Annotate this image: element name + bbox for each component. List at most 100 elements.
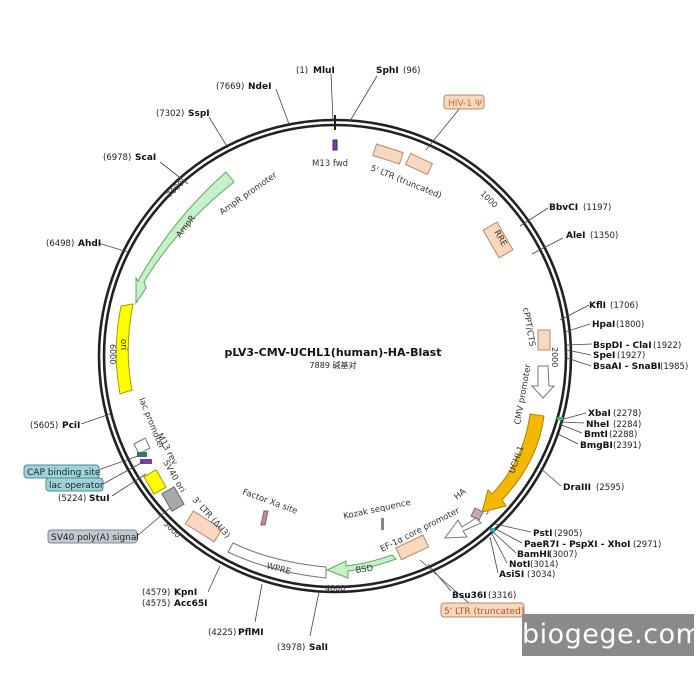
hpai-leader [564, 323, 591, 333]
noti-pos: (3014) [530, 560, 558, 570]
rre-block [482, 221, 514, 259]
ndei-pos: (7669) [216, 82, 244, 92]
xbai-name: XbaI [588, 409, 611, 419]
xhoi-leader [493, 527, 523, 544]
feature-factor-xa-site: Factor Xa site [241, 487, 299, 526]
site-ndei: (7669) NdeI [216, 82, 290, 125]
site-pcii: (5605) PciI [30, 413, 111, 431]
feature-ampr: AmpR [135, 171, 235, 305]
site-draiii: DraIII (2595) [539, 467, 624, 493]
sspi-pos: (7302) [156, 109, 184, 119]
asisi-pos: (3034) [527, 570, 555, 580]
feature-m13-fwd: M13 fwd [312, 139, 348, 169]
site-bamhi: BamHI (3007) [492, 531, 577, 560]
ltr3-block [184, 510, 223, 543]
sv40-ori-block [143, 469, 167, 495]
noti-leader [491, 533, 508, 564]
sphi-leader [349, 75, 378, 122]
m13-fwd-mark [332, 139, 338, 151]
asisi-leader [489, 536, 499, 574]
psti-pos: (2905) [554, 529, 582, 539]
acc65i-name: Acc65I [174, 599, 208, 609]
bamhi-region-mark [490, 528, 495, 532]
stui-leader [111, 473, 147, 497]
tick-4000: 4000 [325, 584, 345, 593]
bmgbi-leader [555, 432, 579, 445]
lac-promoter-mark [133, 437, 151, 455]
xhoi-pos: (2971) [633, 540, 661, 550]
kozak-mark [381, 518, 384, 530]
pflmi-leader [254, 583, 263, 623]
noti-name: NotI [509, 560, 530, 570]
bsaai-pos: (1985) [660, 362, 688, 372]
xbai-region-mark [557, 417, 563, 420]
site-sphi: SphI (96) [349, 66, 420, 122]
ori-arrow [115, 303, 134, 395]
kfli-pos: (1706) [610, 301, 638, 311]
cap-leader [97, 455, 139, 471]
cppt-block [537, 329, 551, 351]
bsu36i-pos: (3316) [488, 591, 516, 601]
ahdi-pos: (6498) [46, 239, 74, 249]
xhoi-name: PaeR7I - PspXI - XhoI [524, 540, 630, 550]
feature-uchl1: UCHL1 [481, 413, 545, 513]
nhei-pos: (2284) [613, 420, 641, 430]
pcii-name: PciI [62, 421, 80, 431]
alei-leader [531, 237, 564, 255]
sv40-polya-leader [136, 507, 171, 537]
site-nhei: NheI (2284) [559, 420, 641, 430]
ahdi-name: AhdI [78, 239, 101, 249]
feature-rre: RRE [482, 221, 514, 259]
m13-rev-mark-b [140, 459, 152, 464]
site-alei: AleI (1350) [531, 231, 618, 255]
hiv1-psi-box [443, 94, 485, 110]
nhei-leader [559, 421, 585, 424]
callout-5-ltr-truncated: 5' LTR (truncated) [419, 559, 525, 618]
bspdi-leader [566, 343, 593, 346]
kpni-pos: (4579) [142, 588, 170, 598]
cppt-label: cPPT/CTS [520, 307, 537, 348]
bamhi-name: BamHI [517, 550, 550, 560]
ltr5-callout-box [440, 602, 525, 618]
scai-name: ScaI [135, 153, 156, 163]
site-bspdi-clai: BspDI - ClaI (1922) [566, 341, 681, 351]
lac-operator-text: lac operator [49, 481, 104, 491]
ndei-leader [275, 88, 290, 125]
feature-kozak-sequence: Kozak sequence [343, 498, 412, 530]
bamhi-pos: (3007) [549, 550, 577, 560]
feature-ori: ori [115, 303, 134, 395]
alei-name: AleI [566, 231, 586, 241]
feature-bsd: BSD [325, 554, 397, 579]
sspi-name: SspI [188, 109, 210, 119]
draiii-name: DraIII [563, 483, 591, 493]
ef1a-ltr-block [395, 534, 430, 561]
ltr5-callout-leader [419, 559, 471, 605]
site-kpni: (4579) KpnI [142, 565, 221, 598]
kfli-leader [559, 304, 590, 321]
draiii-leader [539, 467, 562, 487]
site-pflmi: (4225) PflMI [208, 583, 264, 638]
spei-leader [566, 349, 592, 356]
tick-5000: 5000 [162, 519, 183, 540]
bmti-pos: (2288) [609, 430, 637, 440]
site-scai: (6978) ScaI [103, 153, 189, 185]
xbai-leader [559, 412, 587, 421]
uchl1-arrow [481, 413, 545, 513]
hiv1-psi-leader [425, 107, 461, 151]
hiv1-psi-text: HIV-1 Ψ [448, 99, 482, 109]
bbvci-pos: (1197) [583, 203, 611, 213]
bsaai-name: BsaAI - SnaBI [593, 362, 661, 372]
ori-label: ori [118, 339, 128, 350]
pflmi-name: PflMI [238, 628, 264, 638]
hpai-pos: (1800) [616, 320, 644, 330]
site-psti: PstI (2905) [494, 523, 582, 539]
sspi-leader [208, 116, 229, 149]
callout-hiv1-psi: HIV-1 Ψ [425, 94, 485, 151]
pcii-leader [80, 413, 111, 425]
site-bsu36i: Bsu36I (3316) [427, 563, 516, 601]
asisi-name: AsiSI [499, 570, 524, 580]
site-ahdi: (6498) AhdI [46, 239, 129, 253]
sali-name: SalI [309, 643, 328, 653]
